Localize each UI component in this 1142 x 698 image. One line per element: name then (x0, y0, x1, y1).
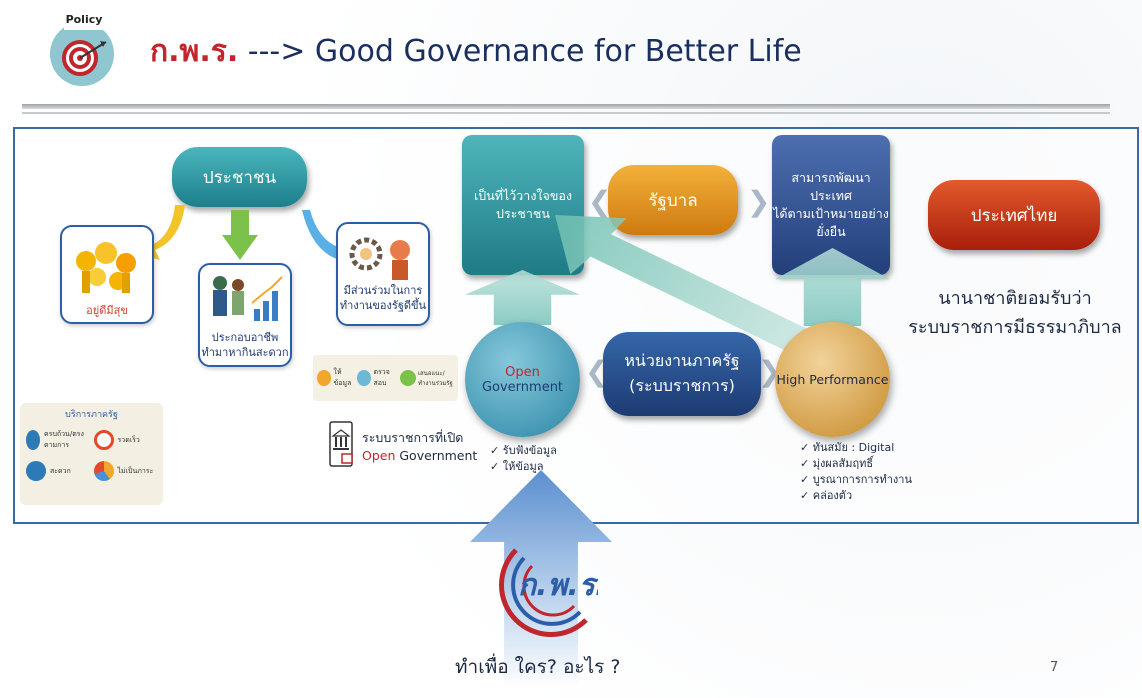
government-agencies-pill: หน่วยงานภาครัฐ (ระบบราชการ) (603, 332, 761, 416)
footer-question: ทำเพื่อ ใคร? อะไร ? (455, 656, 621, 678)
chevron-left-icon: ❮ (588, 185, 612, 218)
international-recognition: นานาชาติยอมรับว่า ระบบราชการมีธรรมาภิบาล (905, 285, 1125, 343)
government-pill: รัฐบาล (608, 165, 738, 235)
policy-target-logo (50, 22, 114, 86)
service-item: รวดเร็ว (93, 429, 158, 451)
people-icon (400, 370, 416, 386)
clock-icon (93, 430, 114, 450)
develop-line-1: สามารถพัฒนาประเทศ (791, 169, 871, 203)
happy-card: อยู่ดีมีสุข (60, 225, 154, 324)
participation-card: มีส่วนร่วมในการ ทำงานของรัฐดีขึ้น (336, 222, 430, 326)
title-thai: ก.พ.ร. (150, 34, 239, 69)
chevron-left-icon: ❮ (585, 355, 609, 388)
info-items-strip: ให้ข้อมูล ตรวจสอบ เสนอแนะ/ทำงานร่วมรัฐ (313, 355, 458, 401)
happy-label: อยู่ดีมีสุข (86, 304, 128, 317)
high-performance-bullets: ✓ ทันสมัย : Digital ✓ มุ่งผลสัมฤทธิ์ ✓ บ… (800, 440, 912, 504)
header-rule (22, 104, 1110, 109)
thailand-pill: ประเทศไทย (928, 180, 1100, 250)
title-rest: ---> Good Governance for Better Life (238, 34, 802, 69)
livelihood-label-1: ประกอบอาชีพ (211, 331, 279, 344)
opdc-logo: ก.พ.ร. (499, 548, 598, 637)
info-item-label: ตรวจสอบ (373, 368, 390, 387)
page-number: 7 (1050, 660, 1059, 675)
livelihood-card: ประกอบอาชีพ ทำมาหากินสะดวก (198, 263, 292, 367)
info-item-check: ตรวจสอบ (356, 367, 400, 389)
happy-faces-icon (76, 242, 136, 293)
policy-tag: Policy (64, 10, 104, 30)
agencies-line-2: (ระบบราชการ) (629, 376, 735, 395)
open-word: Open (362, 448, 396, 463)
building-document-icon (329, 421, 353, 467)
agencies-line-1: หน่วยงานภาครัฐ (624, 351, 740, 370)
bullet-item: ✓ ทันสมัย : Digital (800, 441, 895, 454)
participation-label-1: มีส่วนร่วมในการ (343, 284, 423, 297)
services-title: บริการภาครัฐ (65, 410, 118, 420)
open-word: Open (505, 364, 540, 380)
participation-label-2: ทำงานของรัฐดีขึ้น (339, 298, 427, 312)
magnifier-icon (356, 370, 372, 386)
info-item-label: ให้ข้อมูล (333, 368, 352, 387)
develop-line-2: ได้ตามเป้าหมายอย่างยั่งยืน (773, 206, 889, 240)
service-item: สะดวก (26, 461, 90, 481)
header-rule-thin (22, 112, 1110, 114)
service-item: ไม่เป็นภาระ (93, 461, 158, 481)
pie-icon (93, 461, 114, 481)
green-arrow-icon (222, 210, 258, 260)
info-item-give: ให้ข้อมูล (317, 367, 357, 389)
business-growth-icon (213, 276, 283, 321)
tag-icon (26, 461, 46, 481)
open-government-circle: Open Government (465, 322, 580, 437)
target-icon (62, 40, 107, 76)
info-item-suggest: เสนอแนะ/ทำงานร่วมรัฐ (400, 368, 454, 388)
government-word: Government (481, 379, 564, 395)
service-item: ครบถ้วน/ตรงตามการ (26, 429, 90, 451)
opdc-logo-text: ก.พ.ร. (518, 568, 598, 603)
livelihood-label-2: ทำมาหากินสะดวก (201, 345, 289, 359)
info-item-label: เสนอแนะ/ทำงานร่วมรัฐ (418, 370, 453, 387)
page-title: ก.พ.ร. ---> Good Governance for Better L… (150, 28, 802, 75)
public-trust-box: เป็นที่ไว้วางใจของประชาชน (462, 135, 584, 275)
recognition-line-2: ระบบราชการมีธรรมาภิบาล (908, 316, 1122, 338)
government-word: Government (395, 448, 478, 463)
teamwork-gears-icon (349, 237, 410, 280)
open-government-bullets: ✓ รับฟังข้อมูล ✓ ให้ข้อมูล (490, 443, 557, 475)
bullet-item: ✓ ให้ข้อมูล (490, 459, 544, 473)
high-performance-circle: High Performance (775, 322, 890, 437)
person-icon (26, 430, 40, 450)
services-grid: ครบถ้วน/ตรงตามการ รวดเร็ว สะดวก ไม่เป็นภ… (20, 421, 163, 489)
bullet-item: ✓ คล่องตัว (800, 488, 853, 502)
chevron-right-icon: ❯ (747, 185, 771, 218)
recognition-line-1: นานาชาติยอมรับว่า (938, 288, 1092, 309)
document-icon (317, 370, 332, 386)
bullet-item: ✓ มุ่งผลสัมฤทธิ์ (800, 456, 874, 470)
bullet-item: ✓ บูรณาการการทำงาน (800, 472, 912, 486)
open-system-label: ระบบราชการที่เปิด (362, 430, 464, 445)
bullet-item: ✓ รับฟังข้อมูล (490, 444, 557, 457)
open-government-label: Open Government (362, 448, 477, 463)
people-pill: ประชาชน (172, 147, 307, 207)
government-services-box: บริการภาครัฐ ครบถ้วน/ตรงตามการ รวดเร็ว ส… (20, 403, 163, 505)
